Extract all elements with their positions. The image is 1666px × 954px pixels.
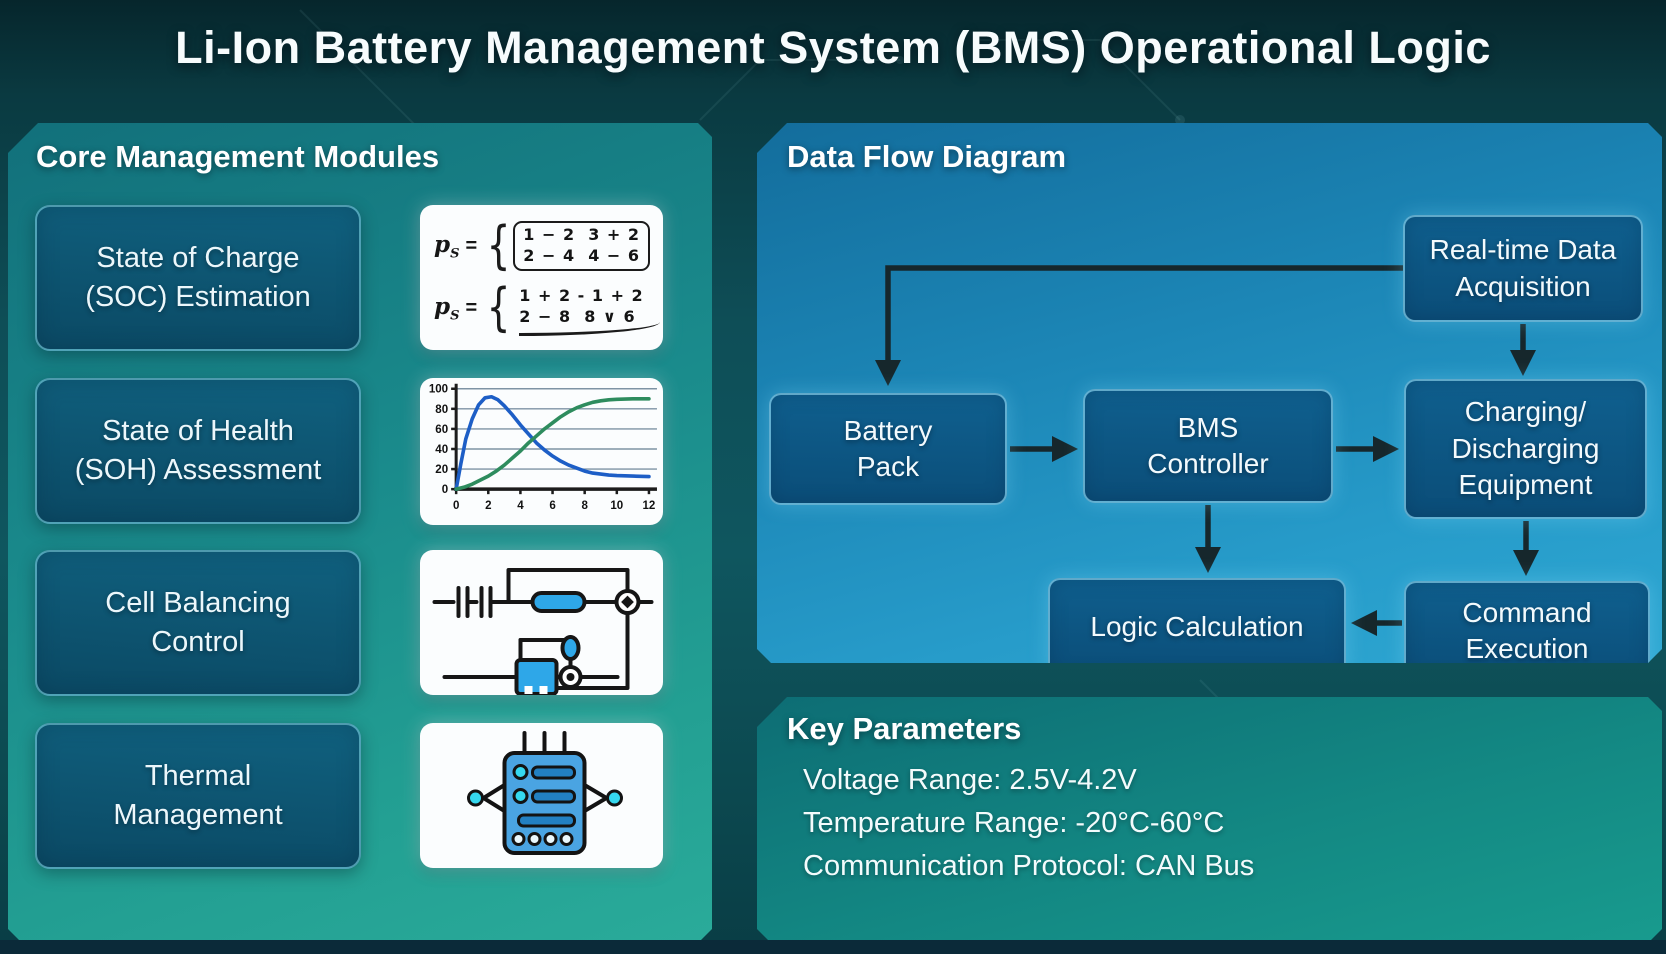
svg-text:4: 4 bbox=[517, 500, 524, 512]
svg-text:0: 0 bbox=[442, 484, 448, 496]
page-title: Li-Ion Battery Management System (BMS) O… bbox=[175, 22, 1491, 73]
flow-arrows bbox=[757, 123, 1662, 663]
bottom-strip bbox=[0, 940, 1666, 954]
formula-equals: = bbox=[465, 234, 478, 257]
flow-node-logic-calculation: Logic Calculation bbox=[1048, 578, 1346, 677]
key-parameters-panel: Key Parameters Voltage Range: 2.5V-4.2V … bbox=[757, 697, 1662, 943]
flow-node-command-execution: Command Execution bbox=[1404, 581, 1650, 681]
core-modules-panel: Core Management Modules State of Charge … bbox=[8, 123, 712, 943]
module-label-soc: State of Charge (SOC) Estimation bbox=[35, 205, 361, 351]
key-parameter-voltage: Voltage Range: 2.5V-4.2V bbox=[803, 764, 1137, 796]
svg-text:12: 12 bbox=[643, 500, 656, 512]
flow-node-bms-controller: BMS Controller bbox=[1083, 389, 1333, 503]
svg-text:60: 60 bbox=[435, 424, 448, 436]
svg-text:8: 8 bbox=[581, 500, 588, 512]
flow-node-charging-discharging: Charging/ Discharging Equipment bbox=[1404, 379, 1647, 519]
svg-text:0: 0 bbox=[453, 500, 459, 512]
soh-chart-svg: 0 20 40 60 80 100 0 2 4 6 8 10 12 bbox=[420, 378, 663, 525]
cell-balancing-circuit-card bbox=[420, 550, 663, 695]
formula-symbol: pS bbox=[434, 230, 460, 262]
svg-text:100: 100 bbox=[429, 384, 448, 396]
module-label-thermal: Thermal Management bbox=[35, 723, 361, 869]
formula-symbol: pS bbox=[434, 292, 460, 324]
svg-text:10: 10 bbox=[610, 500, 623, 512]
svg-text:40: 40 bbox=[435, 444, 448, 456]
flow-node-battery-pack: Battery Pack bbox=[769, 393, 1007, 505]
svg-text:20: 20 bbox=[435, 464, 448, 476]
formula-undercurve bbox=[519, 321, 659, 336]
svg-text:2: 2 bbox=[485, 500, 491, 512]
soh-chart-card: 0 20 40 60 80 100 0 2 4 6 8 10 12 bbox=[420, 378, 663, 525]
thermal-chip-icon bbox=[420, 723, 663, 868]
svg-text:80: 80 bbox=[435, 404, 448, 416]
flow-node-realtime-data-acquisition: Real-time Data Acquisition bbox=[1403, 215, 1643, 322]
data-flow-heading: Data Flow Diagram bbox=[787, 139, 1067, 174]
cell-balancing-circuit-icon bbox=[420, 550, 663, 695]
module-label-balance: Cell Balancing Control bbox=[35, 550, 361, 696]
core-modules-heading: Core Management Modules bbox=[36, 139, 440, 174]
key-parameter-temperature: Temperature Range: -20°C-60°C bbox=[803, 806, 1225, 839]
data-flow-panel: Data Flow Diagram Real-time Data Acquisi… bbox=[757, 123, 1662, 663]
svg-text:6: 6 bbox=[549, 500, 555, 512]
thermal-chip-card bbox=[420, 723, 663, 868]
key-parameters-heading: Key Parameters bbox=[787, 711, 1022, 746]
formula-equals: = bbox=[465, 296, 478, 319]
key-parameter-communication: Communication Protocol: CAN Bus bbox=[803, 849, 1255, 882]
module-label-soh: State of Health (SOH) Assessment bbox=[35, 378, 361, 524]
